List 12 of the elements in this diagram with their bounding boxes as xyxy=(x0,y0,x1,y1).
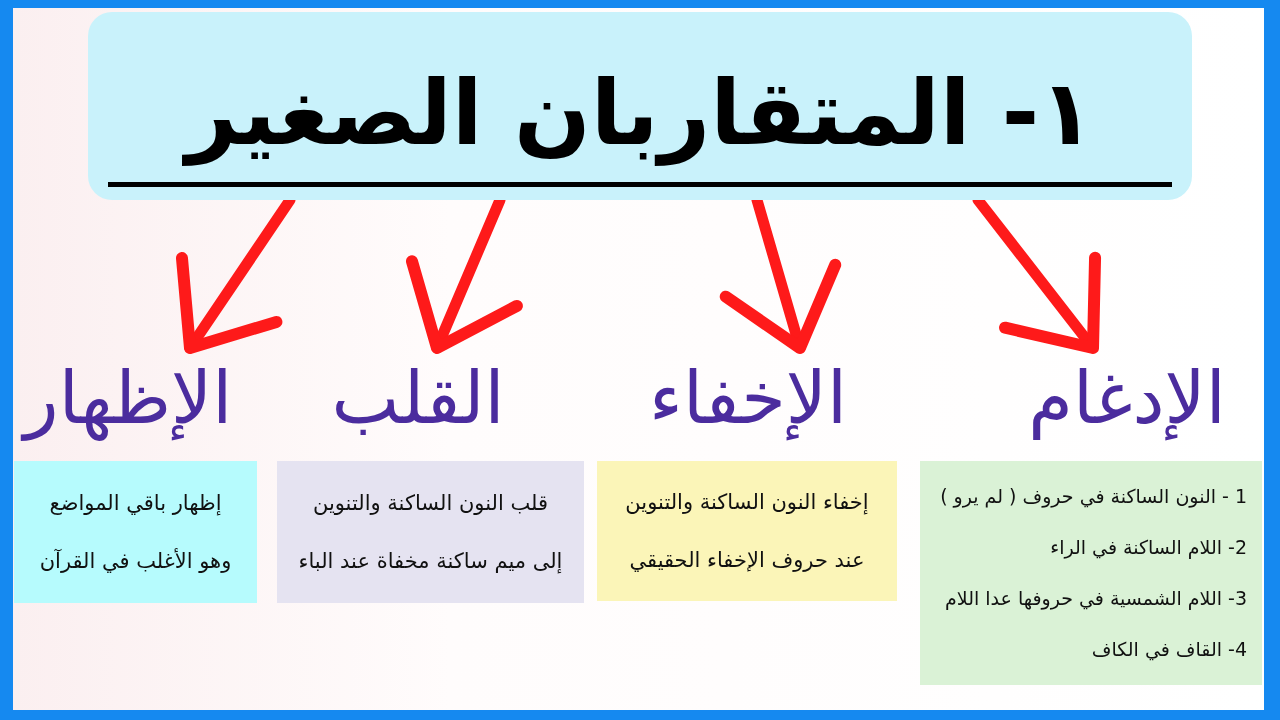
list-item: 3- اللام الشمسية في حروفها عدا اللام xyxy=(945,586,1247,612)
category-heading: الإدغام xyxy=(1028,348,1226,448)
list-item: 1 - النون الساكنة في حروف ( لم يرو ) xyxy=(940,484,1247,510)
category-heading: الإخفاء xyxy=(649,348,847,448)
list-item: 2- اللام الساكنة في الراء xyxy=(1050,535,1247,561)
description-box: قلب النون الساكنة والتنوين إلى ميم ساكنة مخفاة عند الباء xyxy=(277,461,584,603)
title-box xyxy=(88,12,1192,200)
list-item: 4- القاف في الكاف xyxy=(1091,637,1247,663)
list-box xyxy=(920,461,1262,685)
description-box: إخفاء النون الساكنة والتنوين عند حروف الإخفاء الحقيقي xyxy=(597,461,897,601)
category-heading: القلب xyxy=(331,348,505,448)
description-box: إظهار باقي المواضع وهو الأغلب في القرآن xyxy=(14,461,257,603)
